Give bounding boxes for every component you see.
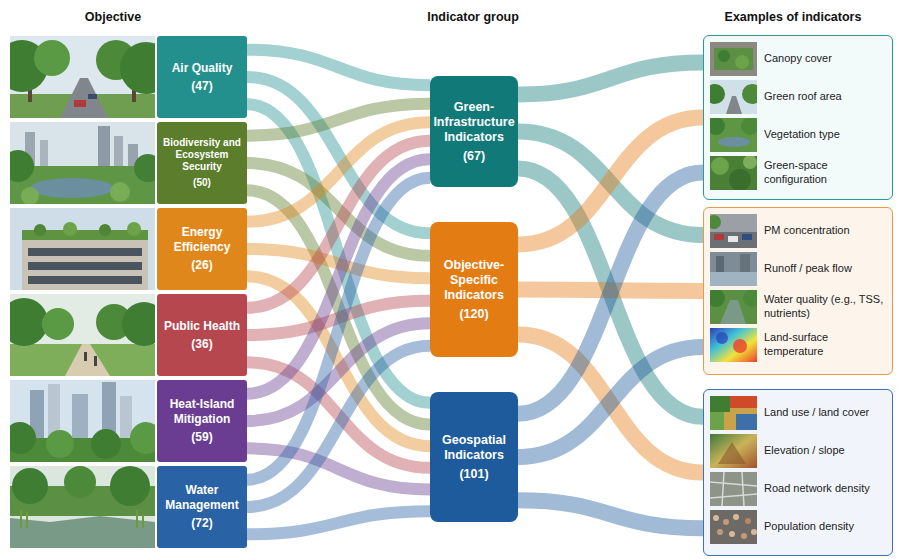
green-roof-photo [10,208,155,290]
flow-band [247,511,430,534]
objective-box: Water Management (72) [157,466,247,548]
count-label: (72) [191,516,212,530]
node-title: Water Management [161,483,243,512]
node-title: Green-Infrastructure Indicators [433,100,514,145]
panel-ground [703,389,893,556]
vegetation-thumb [707,117,759,152]
examples-panel: PM concentrationRunoff / peak flowWater … [703,207,893,375]
elevation-thumb [710,434,757,468]
panel-ground [703,207,893,375]
street-photo [0,36,172,118]
indicator-example: Green roof area [764,80,888,114]
flow-band [518,347,703,457]
wetland-photo [2,122,162,205]
heatmap-thumb [710,328,757,362]
indicator-example: Runoff / peak flow [764,252,888,286]
objective-box: Biodiversity and Ecosystem Security (50) [157,122,247,204]
land-cover-thumb [710,396,757,430]
node-title: Heat-Island Mitigation [161,397,243,426]
indicator-example: Water quality (e.g., TSS, nutrients) [764,290,888,324]
node-title: Objective-Specific Indicators [434,258,514,303]
indicator-group-box: Geospatial Indicators (101) [430,392,518,522]
count-label: (120) [459,307,488,322]
indicator-group-box: Objective-Specific Indicators (120) [430,222,518,357]
indicator-example: Canopy cover [764,42,888,76]
count-label: (47) [191,79,212,93]
count-label: (67) [463,149,485,164]
indicator-example: Road network density [764,472,888,506]
examples-panel: Land use / land coverElevation / slopeRo… [703,389,893,556]
node-title: Geospatial Indicators [434,433,514,463]
objective-box: Energy Efficiency (26) [157,208,247,290]
park-photo [0,294,166,376]
indicator-example: Land use / land cover [764,396,888,430]
indicator-group-box: Green-Infrastructure Indicators (67) [430,76,518,187]
flow-band [518,63,703,95]
indicator-example: Elevation / slope [764,434,888,468]
column-heading: Objective [85,10,141,24]
indicator-example: PM concentration [764,214,888,248]
node-title: Energy Efficiency [161,225,243,254]
count-label: (50) [193,177,211,189]
flow-band [518,173,703,414]
objective-box: Public Health (36) [157,294,247,376]
node-title: Air Quality [172,61,233,75]
indicator-example: Population density [764,510,888,544]
indicator-example: Green-space configuration [764,156,888,190]
traffic-thumb [707,214,757,248]
road-network-thumb [710,472,757,506]
node-title: Biodiversity and Ecosystem Security [161,137,243,173]
panel-ground [703,35,893,200]
objective-box: Air Quality (47) [157,36,247,118]
count-label: (101) [459,467,488,482]
flow-band [518,500,703,528]
indicator-example: Vegetation type [764,118,888,152]
count-label: (26) [191,258,212,272]
flow-band [247,346,430,507]
crowd-thumb [710,510,757,544]
examples-panel: Canopy coverGreen roof areaVegetation ty… [703,35,893,200]
runoff-thumb [710,252,757,286]
column-heading: Indicator group [427,10,519,24]
canopy-thumb [710,42,757,76]
objective-box: Heat-Island Mitigation (59) [157,380,247,462]
flow-band [518,169,703,417]
count-label: (59) [191,430,212,444]
count-label: (36) [191,337,212,351]
city-photo [4,380,162,462]
node-title: Public Health [164,319,240,333]
column-heading: Examples of indicators [725,10,862,24]
indicator-example: Land-surface temperature [764,328,888,362]
green-space-thumb [710,155,757,191]
water-photo [10,466,155,548]
street-trees-thumb [705,80,762,114]
stream-thumb [707,289,761,324]
